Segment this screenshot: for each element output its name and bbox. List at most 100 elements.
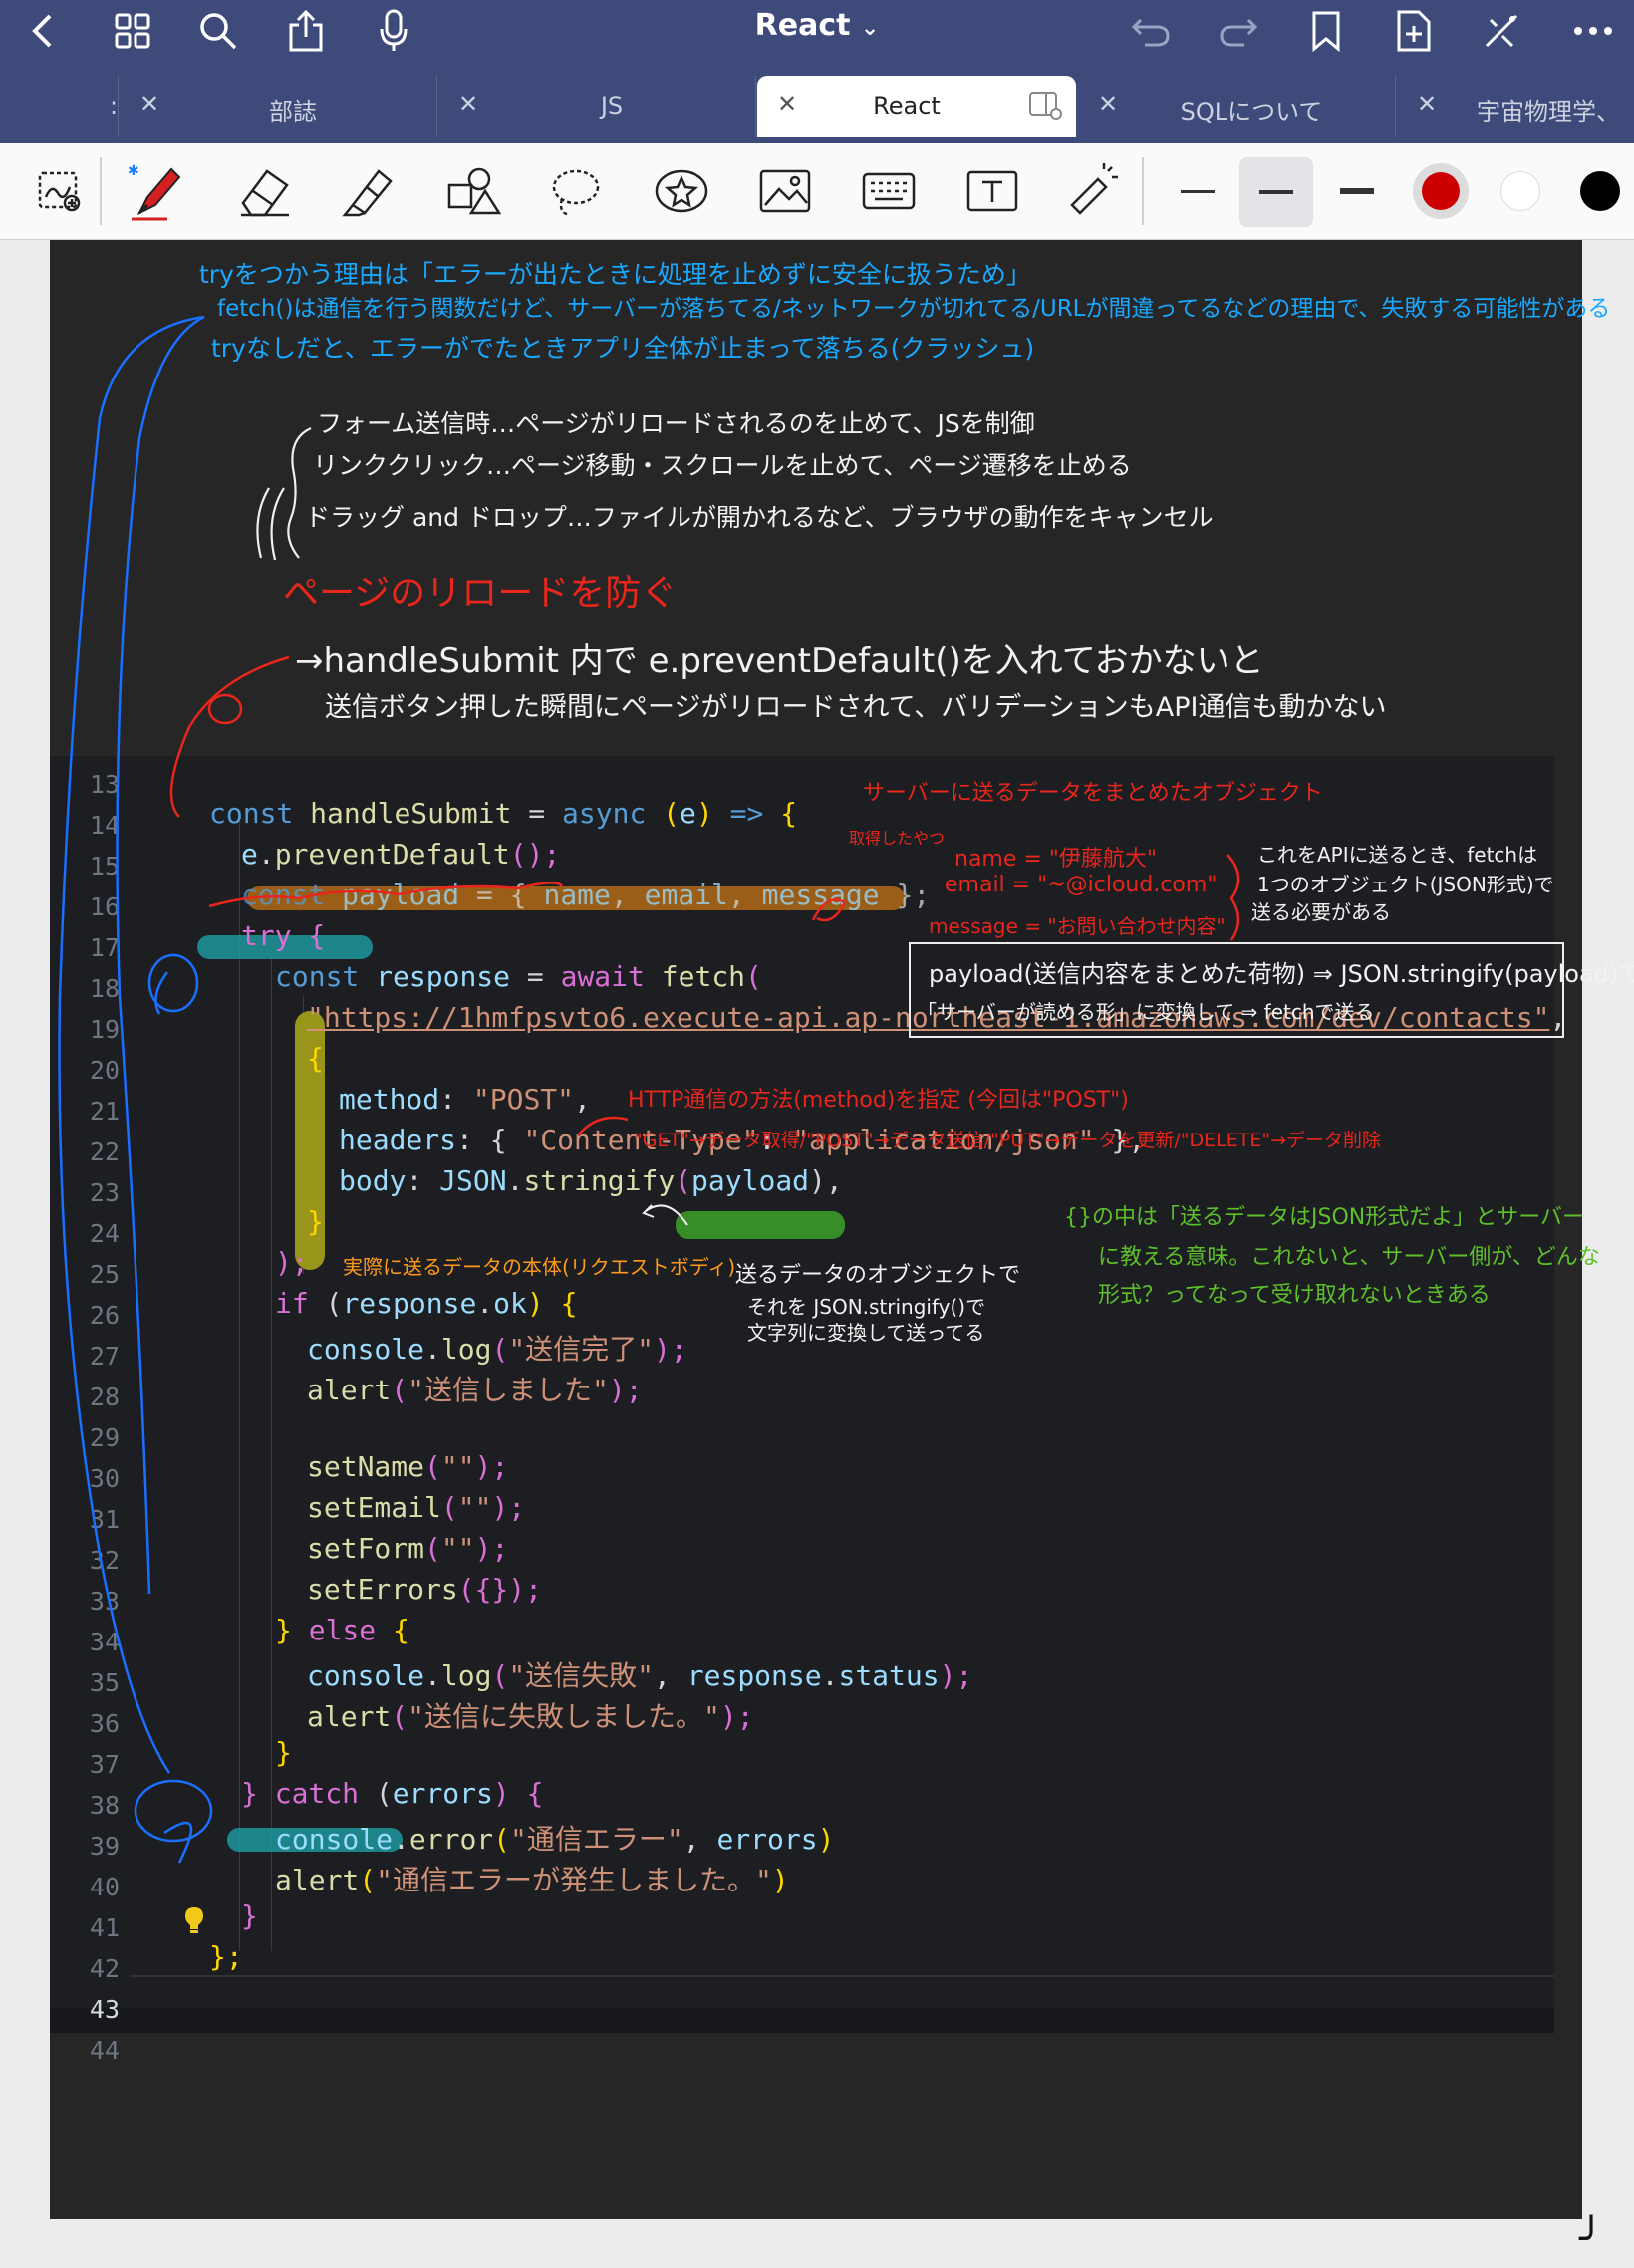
toolbar-divider (1142, 157, 1144, 225)
code-line-22: method: "POST", (339, 1083, 591, 1116)
stroke-thick-icon[interactable] (1327, 161, 1387, 221)
code-line-41: alert("通信エラーが発生しました。") (275, 1864, 789, 1896)
handwritten-note: フォーム送信時…ページがリロードされるのを止めて、JSを制御 (317, 409, 1035, 438)
line-number: 17 (89, 933, 120, 962)
close-tab-icon[interactable]: ✕ (777, 90, 798, 118)
search-icon[interactable] (193, 6, 243, 56)
line-number: 28 (89, 1383, 120, 1411)
handwritten-note: 実際に送るデータの本体(リクエストボディ) (343, 1255, 736, 1279)
more-options-icon[interactable] (1568, 6, 1618, 56)
keyboard-icon[interactable] (859, 161, 919, 221)
color-white[interactable] (1500, 171, 1540, 211)
shapes-icon[interactable] (442, 161, 502, 221)
close-tab-icon[interactable]: ✕ (1417, 90, 1438, 118)
line-number: 30 (89, 1464, 120, 1493)
close-tab-icon[interactable]: ✕ (458, 90, 479, 118)
line-number: 42 (89, 1954, 120, 1983)
microphone-icon[interactable] (369, 6, 418, 56)
line-number: 34 (89, 1628, 120, 1656)
image-icon[interactable] (755, 161, 815, 221)
object-bracket-highlight (295, 1011, 325, 1270)
handwritten-note: 取得したやつ (849, 829, 946, 848)
code-line-42: } (241, 1899, 258, 1932)
line-number: 23 (89, 1178, 120, 1207)
handwritten-note: email = "~@icloud.com" (945, 873, 1218, 897)
stroke-medium-selected[interactable] (1239, 157, 1313, 227)
top-navigation-bar: React ⌄ (0, 0, 1634, 62)
current-line-highlight (130, 1975, 1554, 1977)
code-line-26: ); (275, 1246, 309, 1279)
code-line-32: setEmail(""); (307, 1491, 526, 1524)
handwritten-note: 送るデータのオブジェクトで (735, 1263, 1021, 1288)
split-view-icon[interactable] (1028, 90, 1062, 126)
code-line-20: "https://1hmfpsvto6.execute-api.ap-north… (307, 1001, 1567, 1034)
undo-icon[interactable] (1126, 6, 1176, 56)
ai-tools-icon[interactable] (1477, 6, 1526, 56)
line-number: 25 (89, 1260, 120, 1289)
handwritten-note: それを JSON.stringify()で (747, 1295, 986, 1319)
tab-react[interactable]: ✕ React (757, 76, 1076, 137)
pen-icon[interactable]: ✱ (128, 161, 187, 221)
tab-js[interactable]: ✕ JS (438, 76, 756, 137)
share-icon[interactable] (281, 6, 331, 56)
lasso-icon[interactable] (546, 161, 606, 221)
handwritten-note: サーバーに送るデータをまとめたオブジェクト (863, 781, 1323, 806)
code-line-29: alert("送信しました"); (307, 1374, 643, 1406)
code-line-35: } else { (275, 1614, 409, 1646)
payload-explanation-box: payload(送信内容をまとめた荷物) ⇒ JSON.stringify(pa… (909, 942, 1634, 1038)
line-number: 39 (89, 1832, 120, 1861)
code-line-15: e.preventDefault(); (241, 838, 561, 871)
stroke-thin-icon[interactable] (1168, 161, 1227, 221)
bookmark-icon[interactable] (1301, 6, 1351, 56)
code-line-19: const response = await fetch( (275, 960, 762, 993)
line-number: 40 (89, 1873, 120, 1901)
grid-view-icon[interactable] (108, 6, 157, 56)
document-title-text: React (754, 8, 851, 43)
handwritten-note: →handleSubmit 内で e.preventDefault()を入れてお… (295, 641, 1264, 681)
sticker-icon[interactable] (652, 161, 711, 221)
tab-partial[interactable]: : (0, 76, 119, 137)
line-number: 37 (89, 1750, 120, 1779)
laser-pointer-icon[interactable] (1062, 161, 1122, 221)
close-tab-icon[interactable]: ✕ (1098, 90, 1119, 118)
toolbar-divider (100, 157, 102, 225)
handwritten-note: 送る必要がある (1251, 900, 1391, 924)
document-title[interactable]: React ⌄ (0, 8, 1634, 43)
close-tab-icon[interactable]: ✕ (139, 90, 160, 118)
lightbulb-icon[interactable] (183, 1905, 205, 1939)
svg-text:✱: ✱ (128, 163, 139, 179)
handwritten-note: 「サーバーが読める形」に変換して ⇒ fetchで送る (917, 1000, 1375, 1024)
handwritten-note: fetch()は通信を行う関数だけど、サーバーが落ちてる/ネットワークが切れてる… (217, 296, 1611, 322)
handwritten-note: 1つのオブジェクト(JSON形式)で (1257, 873, 1554, 896)
code-bottom-strip (50, 2008, 1554, 2033)
redo-icon[interactable] (1214, 6, 1263, 56)
handwritten-note: message = "お問い合わせ内容" (929, 914, 1226, 938)
tab-sql[interactable]: ✕ SQLについて (1078, 76, 1396, 137)
code-line-43: }; (209, 1940, 243, 1973)
drawing-toolbar: ✱ (0, 143, 1634, 240)
tab-astrophysics[interactable]: ✕ 宇宙物理学、 (1397, 76, 1634, 137)
code-line-28: console.log("送信完了"); (307, 1333, 687, 1366)
color-red-selected[interactable] (1413, 163, 1469, 219)
indent-guide (239, 816, 240, 1951)
tab-bushi[interactable]: ✕ 部誌 (120, 76, 437, 137)
color-black[interactable] (1580, 171, 1620, 211)
line-number: 44 (89, 2036, 120, 2065)
code-line-21: { (307, 1042, 324, 1075)
back-icon[interactable] (20, 6, 66, 56)
text-box-icon[interactable] (962, 161, 1022, 221)
handwritten-note: "GET"→データ取得/"POST"→データ送信/"PUT"→データを更新/"D… (634, 1130, 1382, 1151)
code-line-25: } (307, 1205, 324, 1238)
highlighter-icon[interactable] (339, 161, 399, 221)
add-page-icon[interactable] (1389, 6, 1439, 56)
handwritten-note: ドラッグ and ドロップ…ファイルが開かれるなど、ブラウザの動作をキャンセル (305, 503, 1214, 532)
code-line-27: if (response.ok) { (275, 1287, 578, 1320)
eraser-icon[interactable] (235, 161, 295, 221)
handwritten-note: に教える意味。これないと、サーバー側が、どんな (1098, 1245, 1600, 1270)
catch-highlight (227, 1828, 403, 1852)
handwritten-note: payload(送信内容をまとめた荷物) ⇒ JSON.stringify(pa… (929, 960, 1634, 988)
lasso-select-icon[interactable] (30, 161, 90, 221)
line-number: 13 (89, 770, 120, 799)
line-number: 18 (89, 974, 120, 1003)
code-line-33: setForm(""); (307, 1532, 509, 1565)
